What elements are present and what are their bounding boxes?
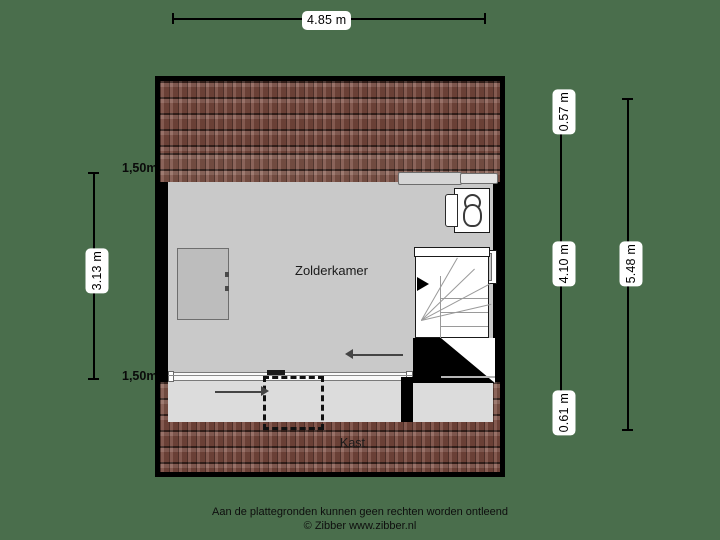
- access-hatch: [263, 376, 324, 430]
- dimension-right-outer-label: 5.48 m: [620, 241, 643, 287]
- stair-lower-edge: [441, 376, 495, 378]
- dimension-right-segment-1-label: 0.57 m: [553, 89, 576, 135]
- room-label-zolderkamer: Zolderkamer: [295, 263, 368, 278]
- roof-slope-upper-near: [160, 153, 500, 182]
- dimension-top-tick-right: [484, 13, 486, 24]
- arrow-closet-head-icon: [261, 386, 269, 396]
- arrow-closet-line: [215, 391, 263, 393]
- roof-slope-lower-far: [160, 414, 500, 472]
- footer-disclaimer: Aan de plattegronden kunnen geen rechten…: [211, 506, 508, 518]
- stair-step-6: [440, 312, 488, 313]
- knee-wall-end-left: [168, 371, 174, 382]
- dimension-right-outer-tick-top: [622, 98, 633, 100]
- stair-void-left: [413, 338, 423, 383]
- dimension-right-segment-2-label: 4.10 m: [553, 241, 576, 287]
- closet-floor-overlay: [168, 377, 493, 422]
- closet-side-wall: [401, 377, 413, 422]
- stair-direction-arrow-icon: [417, 277, 429, 291]
- dimension-left-tick-top: [88, 172, 99, 174]
- arrow-room-head-icon: [345, 349, 353, 359]
- floorplan-drawing: Zolderkamer Kast: [155, 76, 505, 477]
- wardrobe-element: [177, 248, 229, 320]
- staircase-landing: [414, 247, 490, 257]
- wardrobe-handle-upper-icon: [225, 272, 229, 277]
- roof-slope-upper-far: [160, 81, 500, 153]
- knee-wall-centerline: [168, 375, 412, 376]
- ceiling-height-mark-bottom: 1,50m: [122, 369, 158, 383]
- hatch-top-marker: [267, 370, 285, 375]
- skylight-secondary-icon: [460, 173, 498, 184]
- stair-step-7: [440, 326, 488, 327]
- footer-copyright: © Zibber www.zibber.nl: [303, 520, 417, 532]
- stair-step-5: [440, 298, 488, 299]
- room-label-kast: Kast: [340, 436, 366, 450]
- dimension-top-tick-left: [172, 13, 174, 24]
- stair-inner-stringer: [440, 276, 441, 338]
- dimension-right-outer-tick-bottom: [622, 429, 633, 431]
- dimension-right-segment-3-label: 0.61 m: [553, 390, 576, 436]
- dimension-top-label: 4.85 m: [302, 11, 352, 30]
- toilet-bowl-icon: [463, 204, 482, 227]
- skylight-icon: [398, 172, 462, 185]
- dimension-left-label: 3.13 m: [86, 248, 109, 294]
- toilet-cistern-icon: [445, 194, 458, 227]
- ceiling-height-mark-top: 1,50m: [122, 161, 158, 175]
- dimension-left-tick-bottom: [88, 378, 99, 380]
- arrow-room-line: [353, 354, 403, 356]
- wardrobe-handle-lower-icon: [225, 286, 229, 291]
